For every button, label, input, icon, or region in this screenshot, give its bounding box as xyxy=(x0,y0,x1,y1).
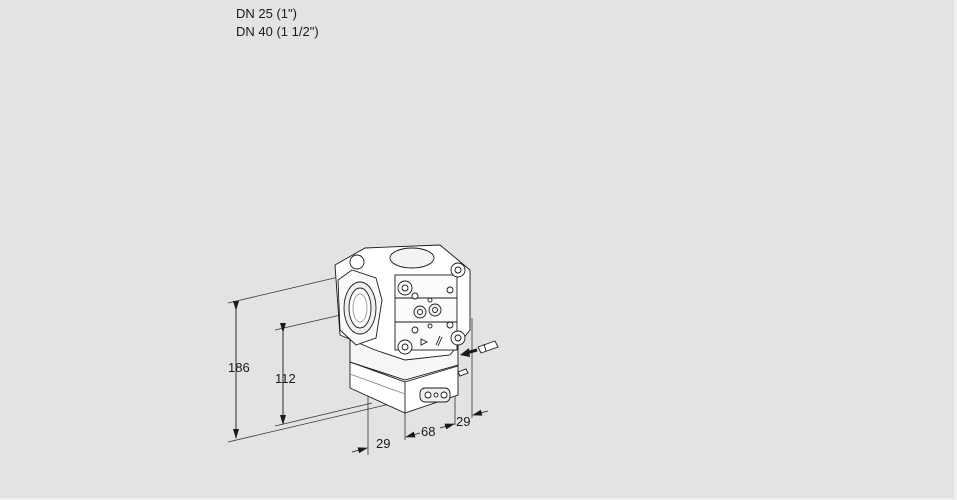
dimension-label-rear-29: 29 xyxy=(456,414,471,429)
dimension-label-186: 186 xyxy=(228,360,250,375)
dimension-label-112: 112 xyxy=(275,371,296,386)
dimension-bottom-arrows xyxy=(351,409,489,454)
nominal-size-dn40: DN 40 (1 1/2") xyxy=(236,24,319,39)
dimension-label-front-29: 29 xyxy=(376,436,391,451)
nominal-size-title: DN 25 (1") DN 40 (1 1/2") xyxy=(236,5,319,41)
nominal-size-dn25: DN 25 (1") xyxy=(236,6,297,21)
test-nipple xyxy=(477,340,499,354)
dimension-label-68: 68 xyxy=(421,424,436,439)
valve-body xyxy=(334,244,471,361)
flow-arrow-icon xyxy=(460,348,478,357)
